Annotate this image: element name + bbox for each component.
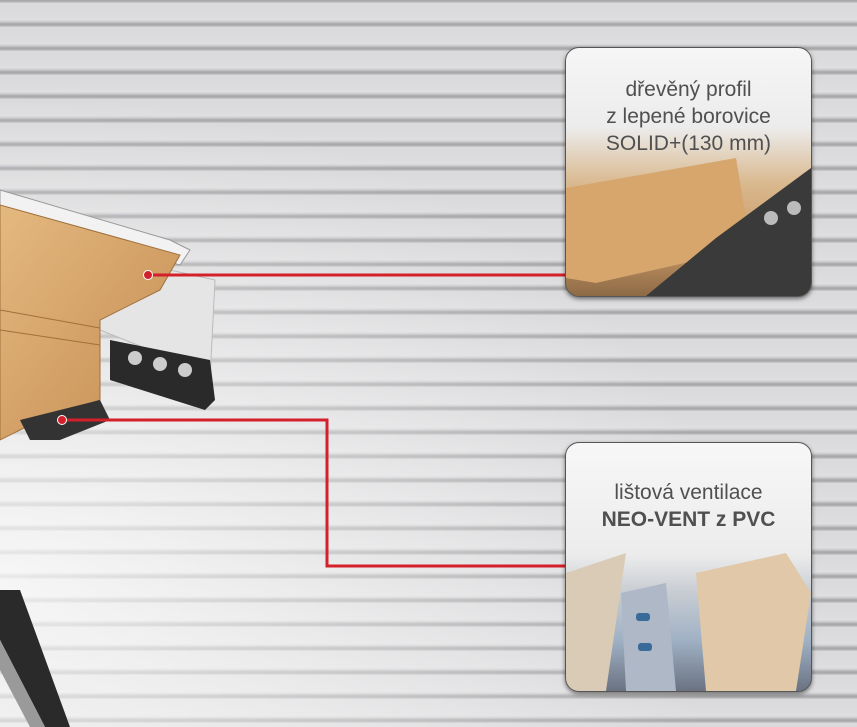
callout-1-line-2: z lepené borovice [606, 105, 771, 128]
callout-ventilation: lištová ventilace NEO-VENT z PVC [565, 442, 812, 692]
wood-profile [0, 204, 181, 441]
wood-profile-photo [566, 158, 811, 296]
callout-1-line-1: dřevěný profil [625, 78, 752, 101]
callout-1-line-3: SOLID+(130 mm) [605, 132, 772, 155]
callout-2-line-1: lištová ventilace [614, 481, 763, 504]
callout-2-line-2: NEO-VENT z PVC [601, 508, 776, 531]
callout-wood-profile: dřevěný profil z lepené borovice SOLID+(… [565, 47, 812, 297]
leader-line-1 [143, 270, 565, 280]
leader-line-2 [57, 415, 565, 568]
sash-frame [0, 590, 70, 727]
ventilation-photo [566, 553, 811, 691]
